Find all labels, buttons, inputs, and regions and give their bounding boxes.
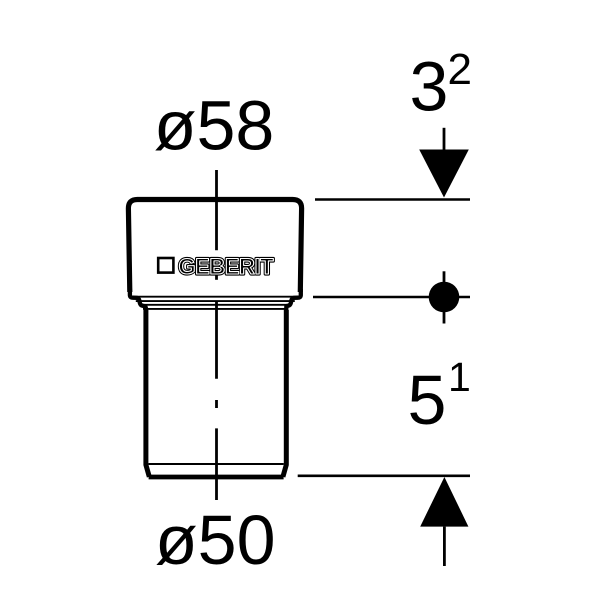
svg-text:GEBERIT: GEBERIT bbox=[179, 254, 275, 279]
svg-text:3: 3 bbox=[410, 48, 449, 126]
svg-text:ø50: ø50 bbox=[155, 501, 276, 579]
svg-text:2: 2 bbox=[448, 45, 472, 94]
svg-text:ø58: ø58 bbox=[154, 87, 275, 165]
svg-text:5: 5 bbox=[408, 361, 447, 439]
svg-text:GEBERIT: GEBERIT bbox=[179, 254, 275, 279]
svg-text:1: 1 bbox=[448, 354, 471, 400]
